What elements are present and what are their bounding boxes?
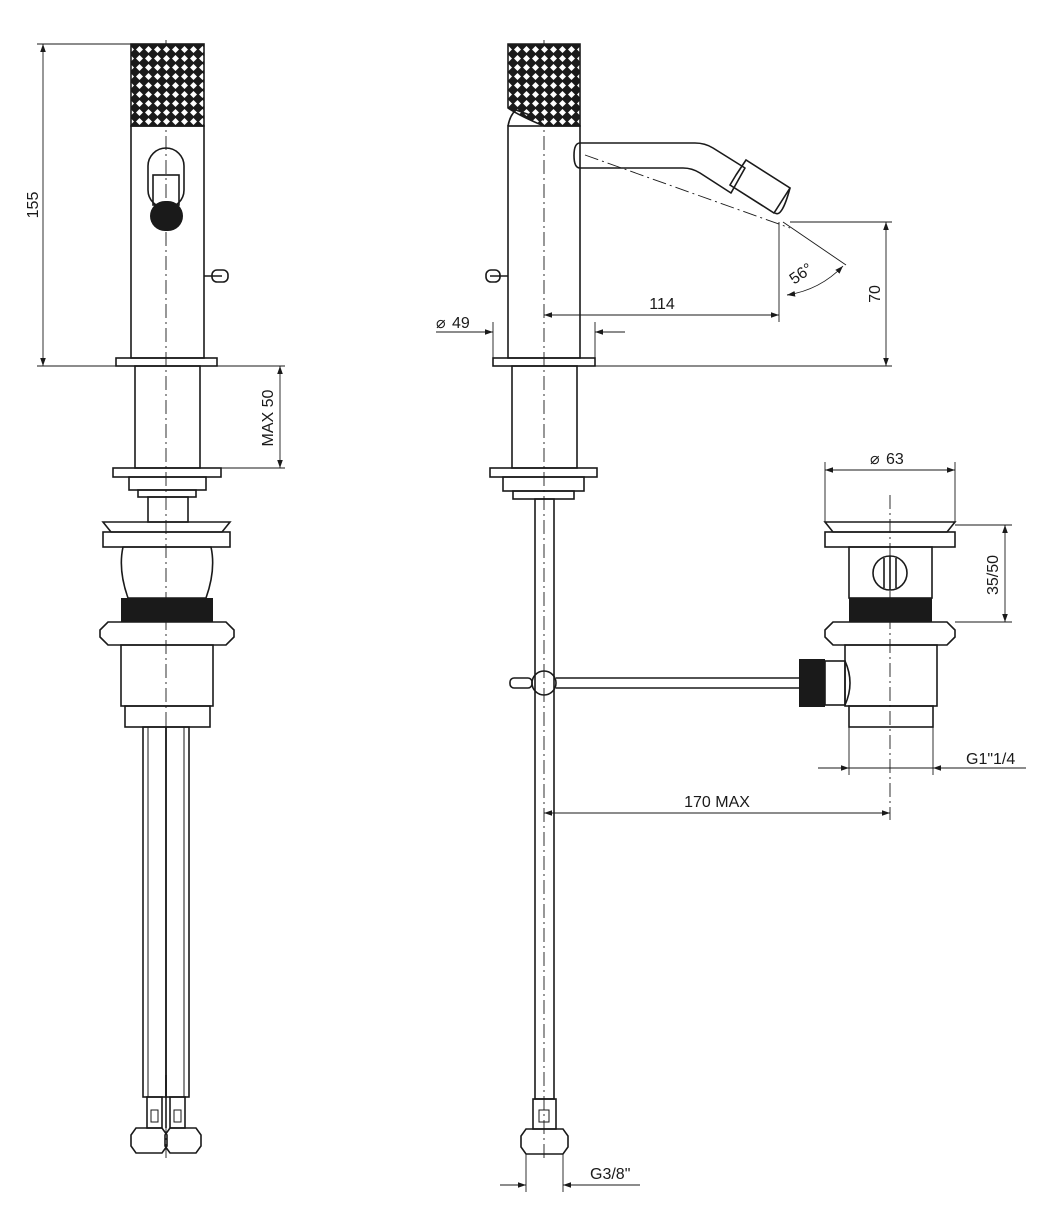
side-nut xyxy=(502,476,585,492)
side-hose xyxy=(534,498,555,1100)
side-popup-pivot xyxy=(531,670,557,696)
side-aerator-tip xyxy=(774,187,791,215)
front-lever-knob xyxy=(150,201,183,231)
side-nut-lower xyxy=(512,490,575,500)
side-handle-transition xyxy=(507,109,545,127)
dim-114-label: 114 xyxy=(649,296,675,313)
front-popup-rod-knob xyxy=(211,269,229,283)
front-waste-cap xyxy=(101,521,232,533)
side-link-fitting-curve xyxy=(844,660,851,706)
side-link-thread xyxy=(799,659,825,707)
front-hose-right xyxy=(165,726,190,1098)
side-spout-axis xyxy=(584,154,791,229)
front-waste-bottom xyxy=(124,705,211,728)
dim-56-ray xyxy=(782,221,847,266)
side-washer xyxy=(489,467,598,478)
dim-170-label: 170 MAX xyxy=(684,794,750,811)
dim-max50-label: MAX 50 xyxy=(260,389,277,446)
front-ferrule-right xyxy=(169,1096,186,1129)
side-link-fitting xyxy=(824,660,846,706)
front-knurled-handle xyxy=(130,43,205,127)
side-shank xyxy=(511,365,578,469)
front-waste-body xyxy=(120,546,214,599)
front-shank xyxy=(134,365,201,469)
front-hex-nut-right xyxy=(164,1127,202,1154)
side-knurled-handle xyxy=(507,43,581,127)
front-view: 155 MAX 50 xyxy=(25,40,285,1160)
side-ferrule-mark xyxy=(538,1109,550,1123)
front-body xyxy=(130,125,205,359)
side-popup-link-stub xyxy=(509,677,533,689)
dim-155-label: 155 xyxy=(25,192,42,219)
front-hex-nut-left xyxy=(130,1127,168,1154)
dim-g38-label: G3/8" xyxy=(590,1166,630,1183)
side-popup-rod-knob xyxy=(485,269,501,283)
dim-56-arc xyxy=(786,265,844,297)
front-hose-left xyxy=(142,726,167,1098)
front-ferrule-mark-right xyxy=(173,1109,182,1123)
dim-49-diameter-symbol: ⌀ xyxy=(436,315,446,332)
dim-70-label: 70 xyxy=(867,285,884,303)
dim-3550-label: 35/50 xyxy=(985,555,1002,595)
dim-63-label: 63 xyxy=(886,451,904,468)
front-waste-sleeve xyxy=(120,644,214,707)
dim-49-label: 49 xyxy=(452,315,470,332)
side-hex-nut xyxy=(520,1128,569,1155)
side-waste-bottom xyxy=(848,705,934,728)
front-ferrule-mark-left xyxy=(150,1109,159,1123)
front-waste-flange xyxy=(99,621,235,646)
dim-g114-label: G1"1/4 xyxy=(966,751,1015,768)
side-ferrule xyxy=(532,1098,557,1130)
dim-63-diameter-symbol: ⌀ xyxy=(870,451,880,468)
front-ferrule-left xyxy=(146,1096,163,1129)
side-view: ⌀ 49 114 56° 70 ⌀ 63 35/50 G1"1/4 xyxy=(436,40,1026,1192)
side-aerator xyxy=(728,158,792,215)
front-base-flange xyxy=(115,357,218,367)
side-waste-thread xyxy=(849,598,932,622)
dim-56-label: 56° xyxy=(787,260,817,288)
side-waste-sleeve xyxy=(844,644,938,707)
front-waste-thread xyxy=(121,598,213,622)
front-stem xyxy=(147,496,189,523)
side-waste-flange xyxy=(824,621,956,646)
front-nut-lower xyxy=(137,489,197,498)
side-spout xyxy=(573,142,746,194)
front-washer xyxy=(112,467,222,478)
front-nut xyxy=(128,476,207,491)
front-waste-collar xyxy=(102,531,231,548)
